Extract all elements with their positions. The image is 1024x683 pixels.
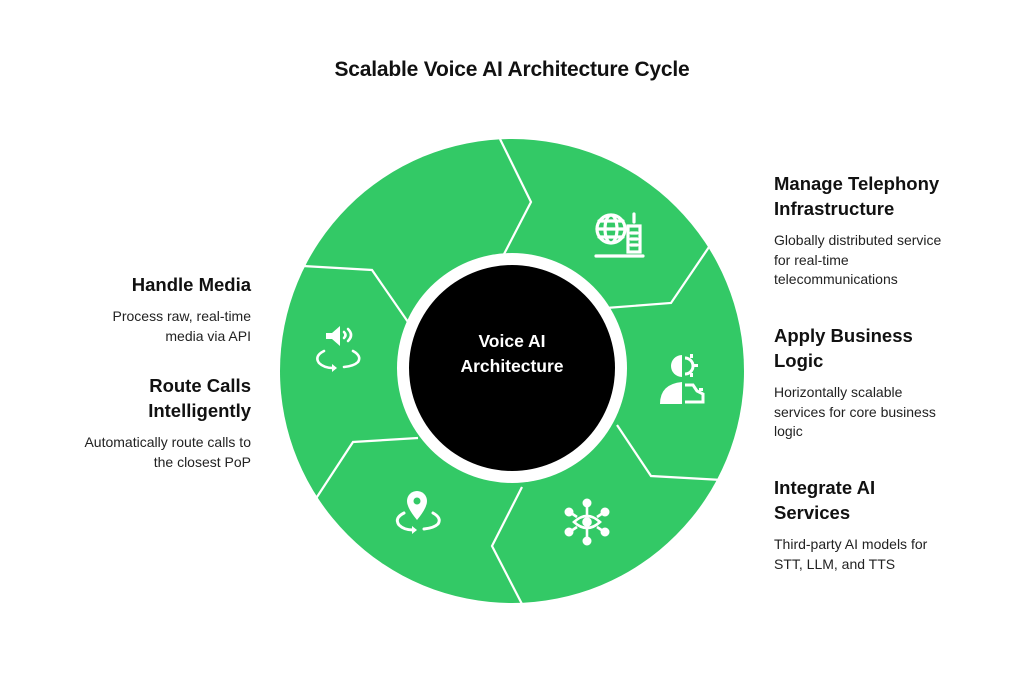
divider-lower-left <box>314 436 419 501</box>
step-title: Manage Telephony Infrastructure <box>774 173 940 219</box>
speaker-rotate-icon <box>316 326 361 372</box>
step-telephony: Manage Telephony Infrastructure Globally… <box>774 171 1004 290</box>
divider-bottom <box>490 486 524 607</box>
divider-top <box>499 138 533 259</box>
step-title: Apply Business Logic <box>774 325 913 371</box>
step-title: Integrate AI Services <box>774 477 876 523</box>
step-description: Automatically route calls to the closest… <box>84 434 251 470</box>
hub-label: Voice AI Architecture <box>412 329 612 379</box>
step-description: Globally distributed service for real-ti… <box>774 232 942 287</box>
step-ai-services: Integrate AI Services Third-party AI mod… <box>774 475 1004 574</box>
step-description: Horizontally scalable services for core … <box>774 384 936 439</box>
location-rotate-icon <box>395 491 441 534</box>
step-description: Process raw, real-time media via API <box>112 308 251 344</box>
step-title: Route Calls Intelligently <box>148 375 251 421</box>
step-description: Third-party AI models for STT, LLM, and … <box>774 536 928 572</box>
divider-upper-left <box>302 264 409 323</box>
step-route-calls: Route Calls Intelligently Automatically … <box>20 373 251 472</box>
divider-upper-right <box>605 246 710 310</box>
globe-tower-icon <box>594 212 645 258</box>
divider-lower-right <box>616 424 723 482</box>
hub-label-line1: Voice AI <box>478 331 546 351</box>
step-handle-media: Handle Media Process raw, real-time medi… <box>20 272 251 346</box>
step-title: Handle Media <box>131 274 251 295</box>
step-business-logic: Apply Business Logic Horizontally scalab… <box>774 323 1004 442</box>
eye-network-icon <box>564 498 610 546</box>
hub-label-line2: Architecture <box>460 356 564 376</box>
segment-dividers <box>302 138 723 607</box>
person-gear-icon <box>660 354 705 404</box>
diagram-title: Scalable Voice AI Architecture Cycle <box>334 58 690 81</box>
hub-core <box>409 265 615 471</box>
